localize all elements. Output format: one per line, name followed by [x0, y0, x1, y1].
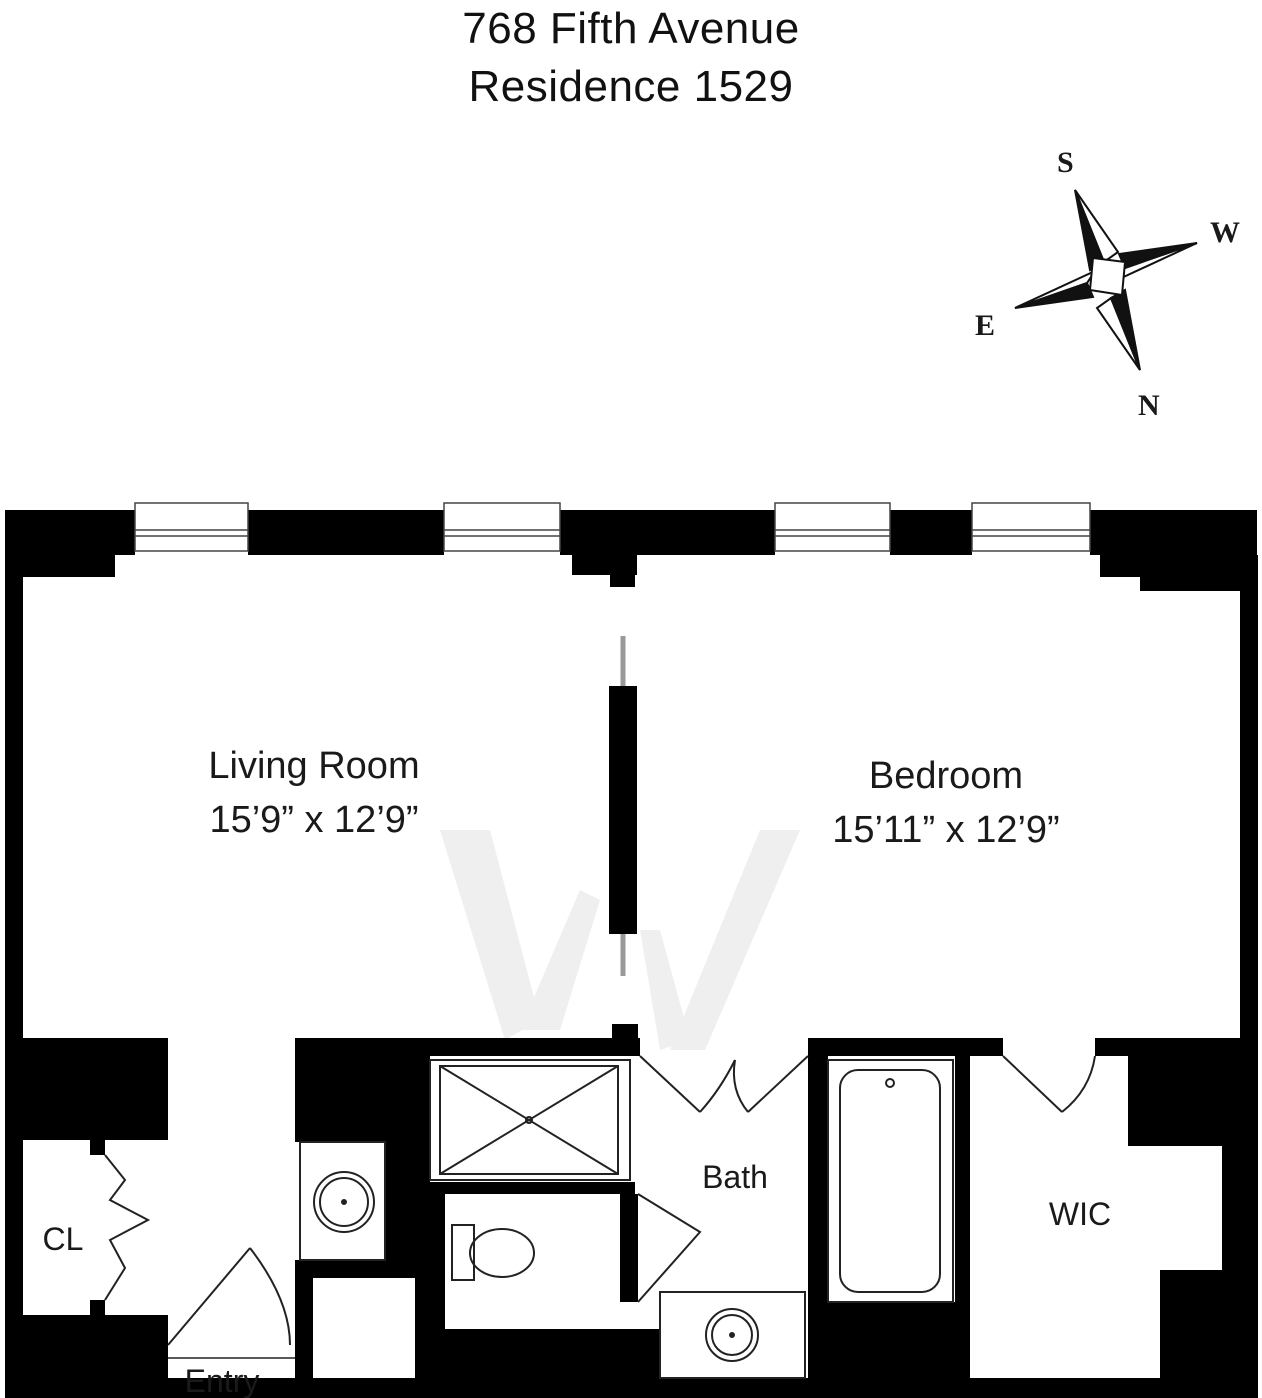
residence-number: Residence 1529 [468, 62, 794, 111]
compass-south-label: S [1057, 146, 1074, 179]
walls [5, 510, 1258, 1398]
windows [134, 502, 1091, 552]
compass-north-label: N [1138, 389, 1160, 422]
living-room-dimensions: 15’9” x 12’9” [209, 799, 418, 841]
wic-label: WIC [1049, 1196, 1111, 1232]
closet-label: CL [43, 1221, 84, 1257]
entry-label: Entry [185, 1363, 260, 1398]
bedroom-name: Bedroom [869, 755, 1023, 797]
building-address: 768 Fifth Avenue [462, 4, 800, 53]
bedroom-dimensions: 15’11” x 12’9” [832, 809, 1059, 851]
watermark-logo [440, 830, 800, 1050]
compass-rose [1014, 189, 1198, 371]
compass-west-label: W [1210, 216, 1240, 249]
fixtures [104, 1055, 1096, 1379]
bath-label: Bath [702, 1159, 768, 1195]
living-room-name: Living Room [208, 745, 419, 787]
compass-east-label: E [975, 309, 995, 342]
title-block: 768 Fifth Avenue Residence 1529 [0, 0, 1262, 116]
